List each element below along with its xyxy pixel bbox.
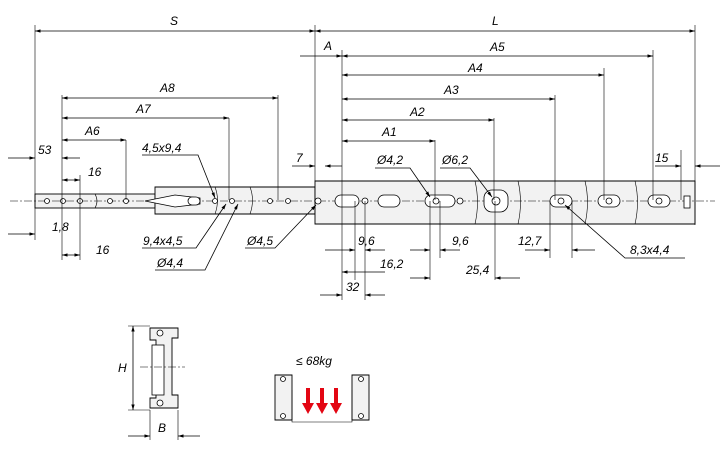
inner-profile — [151, 344, 165, 396]
cross-section-view: H B — [118, 325, 200, 440]
drawer-outline — [291, 390, 353, 423]
label-53: 53 — [38, 143, 52, 157]
label-32: 32 — [346, 280, 360, 294]
label-S: S — [170, 14, 178, 28]
leader-lines — [142, 154, 685, 271]
label-A5: A5 — [489, 40, 505, 54]
label-A6: A6 — [84, 124, 100, 138]
load-arrows-icon — [302, 388, 342, 414]
label-A: A — [323, 39, 332, 53]
label-B: B — [158, 421, 166, 435]
load-capacity-icon: ≤ 68kg — [274, 354, 370, 423]
load-label: ≤ 68kg — [296, 354, 332, 368]
dimension-lines — [8, 29, 720, 297]
label-A4: A4 — [467, 61, 483, 75]
dimension-labels: S L A A5 A4 A3 A2 A1 A8 A7 A6 53 16 16 1… — [38, 14, 670, 294]
middle-rail-holes — [187, 196, 291, 206]
label-15: 15 — [655, 151, 669, 165]
label-slot-9-4x4-5: 9,4x4,5 — [143, 234, 183, 248]
label-A1: A1 — [381, 125, 397, 139]
label-dia-6-2: Ø6,2 — [441, 153, 468, 167]
label-7: 7 — [296, 151, 304, 165]
label-A3: A3 — [443, 83, 459, 97]
label-9-6-right: 9,6 — [452, 234, 469, 248]
label-12-7: 12,7 — [518, 234, 543, 248]
label-dia-4-4: Ø4,4 — [156, 256, 183, 270]
label-dia-4-5: Ø4,5 — [246, 234, 273, 248]
label-A7: A7 — [135, 102, 152, 116]
label-16-2: 16,2 — [380, 257, 404, 271]
label-L: L — [492, 14, 499, 28]
label-16-bottom: 16 — [96, 243, 110, 257]
label-9-6-left: 9,6 — [358, 234, 375, 248]
label-dia-4-2: Ø4,2 — [376, 153, 403, 167]
label-1-8: 1,8 — [52, 220, 69, 234]
slide-rail — [10, 180, 715, 225]
label-16-top: 16 — [88, 165, 102, 179]
extension-lines — [34, 25, 696, 300]
label-slot-4-5x9-4: 4,5x9,4 — [142, 141, 182, 155]
label-slot-8-3x4-4: 8,3x4,4 — [630, 243, 670, 257]
label-H: H — [118, 361, 127, 375]
label-A2: A2 — [409, 105, 425, 119]
label-A8: A8 — [159, 81, 175, 95]
label-25-4: 25,4 — [465, 263, 490, 277]
